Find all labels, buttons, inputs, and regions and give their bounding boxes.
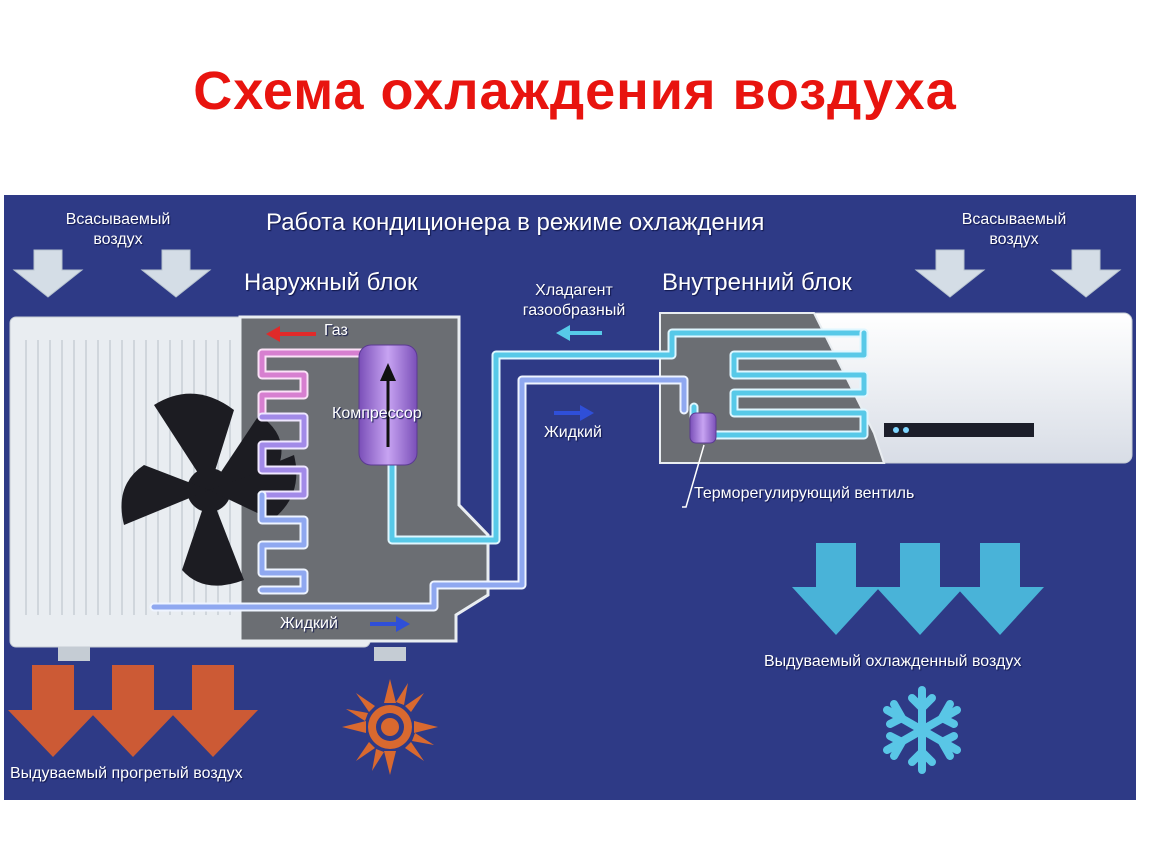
fan-icon	[121, 393, 297, 586]
refrigerant-gas-label: Хладагент газообразный	[522, 282, 626, 319]
intake-arrow-icon	[140, 249, 212, 298]
diagram-panel: Всасываемый воздух Всасываемый воздух Ра…	[4, 195, 1136, 800]
warm-arrow-icon	[168, 665, 258, 757]
outdoor-unit-label: Наружный блок	[244, 269, 418, 296]
valve-icon	[689, 412, 717, 444]
snowflake-icon	[883, 686, 961, 774]
indoor-unit-label: Внутренний блок	[662, 269, 852, 296]
liquid-flow-arrow-icon	[396, 616, 410, 632]
cool-air-arrows	[792, 543, 1044, 635]
page-title: Схема охлаждения воздуха	[193, 61, 957, 121]
intake-arrows-left	[12, 249, 212, 298]
intake-arrow-icon	[1050, 249, 1122, 298]
cool-arrow-icon	[792, 543, 880, 635]
warm-air-label: Выдуваемый прогретый воздух	[10, 765, 243, 782]
sun-icon	[342, 679, 438, 775]
intake-arrows-right	[914, 249, 1122, 298]
diagram-heading: Работа кондиционера в режиме охлаждения	[266, 209, 765, 236]
intake-arrow-icon	[914, 249, 986, 298]
warm-air-arrows	[8, 665, 258, 757]
valve-leader-line	[682, 444, 705, 508]
gas-flow-arrow-icon	[266, 326, 280, 342]
cool-arrow-icon	[876, 543, 964, 635]
valve-label: Терморегулирующий вентиль	[694, 485, 915, 502]
liquid-lower-label: Жидкий	[280, 615, 338, 632]
intake-right-label: Всасываемый воздух	[961, 211, 1067, 248]
gas-flow-arrow-icon	[556, 325, 570, 341]
flow-arrows	[266, 325, 602, 632]
liquid-upper-label: Жидкий	[544, 424, 602, 441]
intake-arrow-icon	[12, 249, 84, 298]
cool-arrow-icon	[956, 543, 1044, 635]
warm-arrow-icon	[8, 665, 98, 757]
liquid-flow-arrow-icon	[580, 405, 594, 421]
compressor-arrow-icon	[380, 363, 396, 381]
compressor-label: Компрессор	[332, 405, 422, 422]
gas-label: Газ	[324, 322, 348, 339]
warm-arrow-icon	[88, 665, 178, 757]
pipes	[149, 328, 869, 612]
cool-air-label: Выдуваемый охлажденный воздух	[764, 653, 1022, 670]
diagram-graphics	[8, 249, 1133, 775]
compressor	[358, 344, 418, 466]
intake-left-label: Всасываемый воздух	[65, 211, 171, 248]
